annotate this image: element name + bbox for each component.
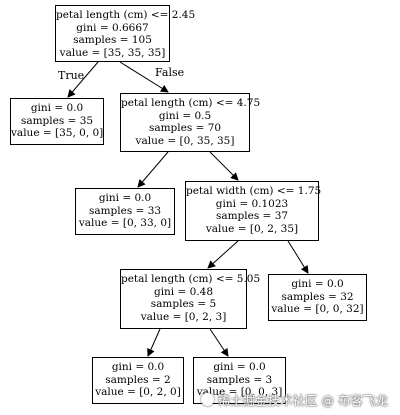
node-text: value = [35, 35, 35] (59, 46, 166, 59)
edge-505-to-leaf-2 (147, 328, 161, 357)
node-root: petal length (cm) <= 2.45 gini = 0.6667 … (55, 5, 196, 62)
node-text: gini = 0.0 (30, 102, 84, 114)
node-text: gini = 0.48 (153, 285, 214, 298)
node-leaf-3: gini = 0.0 samples = 3 value = [0, 0, 3] (193, 357, 286, 404)
node-leaf-32: gini = 0.0 samples = 32 value = [0, 0, 3… (268, 274, 367, 321)
node-split-petal-length-505: petal length (cm) <= 5.05 gini = 0.48 sa… (120, 269, 261, 329)
node-text: value = [35, 0, 0] (11, 127, 104, 139)
node-text: gini = 0.0 (291, 278, 344, 290)
node-text: gini = 0.1023 (215, 197, 289, 210)
watermark-text: 稀土掘金技术社区 @ 布客飞龙 (217, 393, 388, 408)
edge-505-to-leaf-3 (209, 328, 229, 357)
node-text: gini = 0.0 (98, 192, 152, 204)
node-split-petal-width: petal width (cm) <= 1.75 gini = 0.1023 s… (185, 181, 322, 241)
edge-root-to-leaf-setosa (67, 61, 99, 98)
node-text: samples = 3 (206, 373, 273, 386)
edge-475-to-leaf-33 (137, 151, 169, 188)
node-text: samples = 33 (88, 204, 162, 217)
edge-petal-width-to-505 (207, 240, 239, 269)
node-text: gini = 0.0 (213, 361, 266, 373)
node-leaf-setosa: gini = 0.0 samples = 35 value = [35, 0, … (10, 98, 104, 145)
edge-475-to-petal-width (209, 151, 239, 181)
node-text: gini = 0.5 (158, 109, 212, 122)
node-text: petal length (cm) <= 2.45 (56, 9, 196, 21)
node-split-petal-length-475: petal length (cm) <= 4.75 gini = 0.5 sam… (120, 93, 261, 152)
node-text: samples = 32 (281, 290, 354, 303)
node-text: value = [0, 35, 35] (135, 134, 235, 147)
node-leaf-2: gini = 0.0 samples = 2 value = [0, 2, 0] (92, 357, 184, 404)
node-text: gini = 0.6667 (76, 21, 149, 34)
watermark: 稀土掘金技术社区 @ 布客飞龙 (200, 390, 388, 409)
node-text: samples = 70 (148, 122, 222, 134)
edge-label-true: True (58, 69, 85, 82)
edge-label-false: False (155, 66, 185, 79)
edge-petal-width-to-leaf-32 (287, 240, 309, 274)
node-text: value = [0, 33, 0] (78, 217, 172, 229)
node-text: value = [0, 0, 32] (271, 303, 364, 315)
node-text: value = [0, 0, 3] (196, 386, 283, 398)
edge-root-to-split-475 (119, 61, 169, 93)
node-text: samples = 5 (150, 298, 217, 310)
node-text: value = [0, 2, 0] (95, 386, 181, 398)
node-text: value = [0, 2, 35] (205, 222, 299, 235)
node-text: samples = 105 (73, 34, 152, 46)
node-text: samples = 35 (20, 114, 94, 127)
node-text: samples = 2 (105, 373, 171, 386)
node-text: petal length (cm) <= 5.05 (121, 273, 261, 285)
node-text: gini = 0.0 (111, 361, 165, 373)
node-text: value = [0, 2, 3] (140, 310, 227, 323)
node-text: petal width (cm) <= 1.75 (186, 185, 322, 197)
node-text: samples = 37 (215, 210, 289, 222)
node-leaf-33: gini = 0.0 samples = 33 value = [0, 33, … (75, 188, 175, 235)
juejin-logo-icon (200, 393, 214, 406)
node-text: petal length (cm) <= 4.75 (121, 97, 261, 109)
